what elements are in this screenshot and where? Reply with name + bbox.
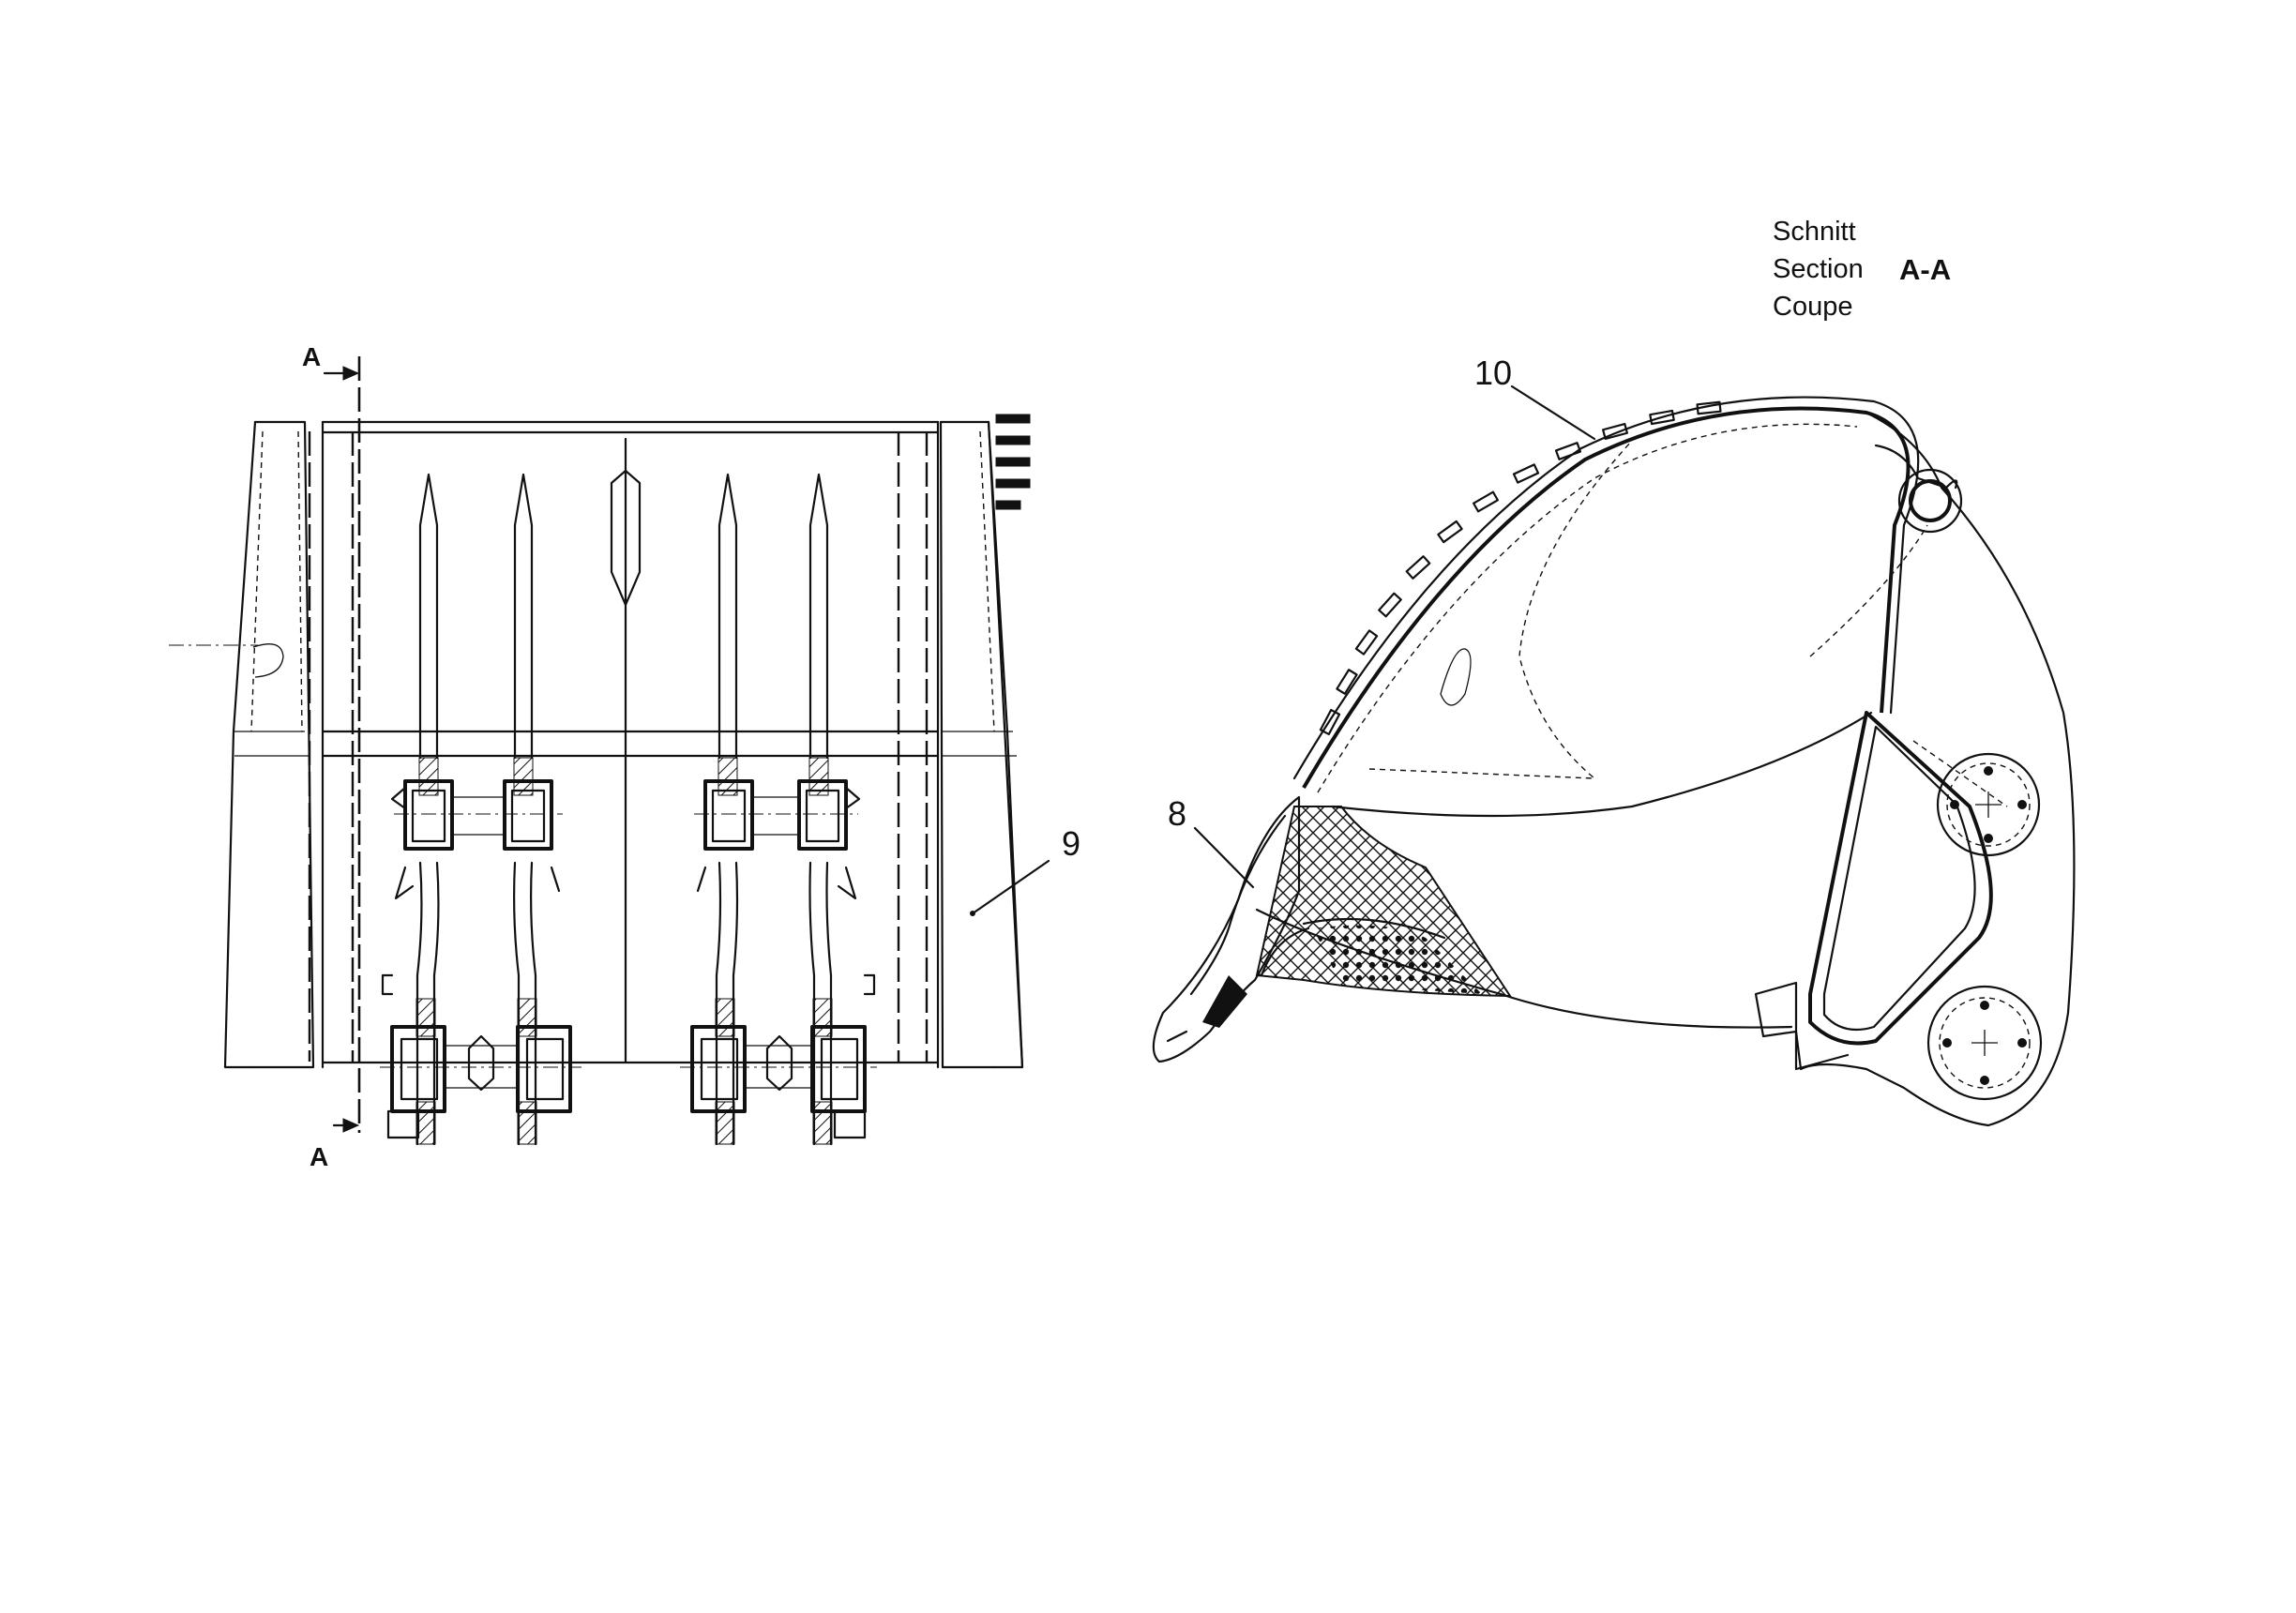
upper-boss	[1936, 752, 2041, 857]
left-side-plate	[169, 420, 315, 1069]
lower-clamps	[380, 973, 877, 1139]
callout-8: 8	[1168, 794, 1255, 889]
tooth	[1152, 795, 1301, 1063]
section-marker-bottom: A	[310, 1142, 328, 1171]
section-marker-top: A	[302, 342, 321, 371]
bucket-shell	[1292, 396, 1920, 793]
front-view: A A	[169, 342, 1031, 1171]
cutting-edge	[1255, 806, 1512, 998]
section-line-a-a: A A	[302, 342, 361, 1171]
callout-9: 9	[970, 824, 1080, 916]
lower-boss	[1926, 985, 2043, 1101]
caption-schnitt: Schnitt	[1773, 217, 1856, 247]
bucket-body	[308, 420, 940, 1069]
caption-section: Section	[1773, 254, 1864, 284]
callout-label-10: 10	[1474, 354, 1512, 392]
boss-frame	[1808, 524, 2008, 1046]
long-tines	[415, 473, 833, 1146]
callout-label-9: 9	[1062, 824, 1080, 863]
upper-clamps	[390, 779, 861, 900]
center-tine	[610, 469, 642, 607]
callout-label-8: 8	[1168, 794, 1186, 833]
section-caption: Schnitt Section Coupe A-A	[1773, 217, 1951, 322]
section-view: Schnitt Section Coupe A-A	[1152, 217, 2076, 1127]
weld-bars	[995, 414, 1031, 510]
caption-designation: A-A	[1899, 253, 1951, 286]
right-side-plate	[939, 420, 1024, 1069]
caption-coupe: Coupe	[1773, 292, 1852, 322]
lower-edge	[1754, 981, 1850, 1071]
callout-10: 10	[1474, 354, 1596, 441]
